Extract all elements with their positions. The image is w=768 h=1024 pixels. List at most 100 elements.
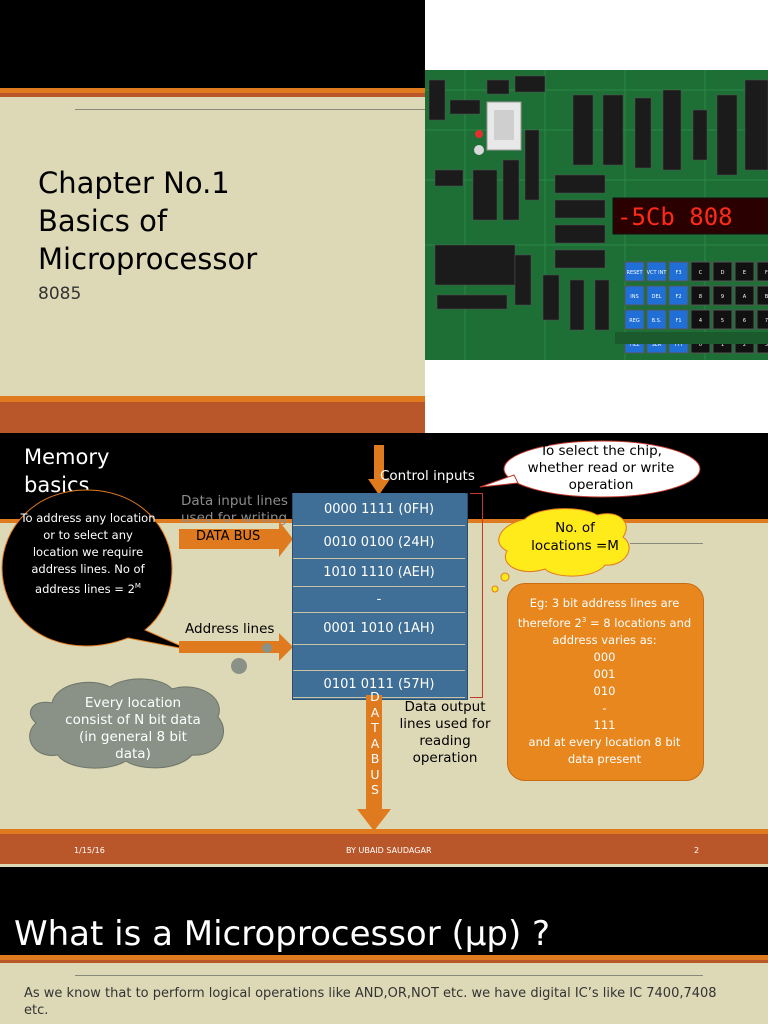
slide3-top-black-band — [0, 867, 768, 955]
board-key-label: 9 — [721, 294, 724, 300]
locations-bubble-text: No. of locations =M — [531, 520, 619, 554]
board-key — [734, 309, 755, 330]
bottom-rust-band — [0, 402, 425, 433]
board-key — [646, 261, 667, 282]
board-key-label: 4 — [699, 318, 702, 324]
example-sup: 3 — [581, 616, 587, 624]
cloud-shape — [29, 678, 224, 769]
memory-row — [293, 645, 465, 671]
board-key-label: A — [743, 294, 747, 300]
cloud-text: Every location consist of N bit data (in… — [65, 695, 201, 762]
board-key — [624, 285, 645, 306]
slide-3: What is a Microprocessor (µp) ? As we kn… — [0, 867, 768, 1024]
board-key — [624, 309, 645, 330]
bottom-orange-stripe — [0, 396, 425, 402]
example-box-text: Eg: 3 bit address lines are therefore 23… — [517, 595, 692, 768]
board-key — [690, 309, 711, 330]
board-key-label: C — [699, 270, 703, 276]
example-line-1: Eg: 3 bit address lines are therefore 2 — [517, 596, 680, 630]
board-key-label: REG — [629, 318, 640, 324]
memory-row: 0001 1010 (1AH) — [293, 613, 465, 645]
board-key-label: 7 — [765, 318, 768, 324]
slide3-body-text: As we know that to perform logical opera… — [24, 986, 717, 1018]
memory-row: - — [293, 587, 465, 613]
example-box — [507, 583, 704, 781]
thought-dot-large — [231, 658, 247, 674]
board-key-label: 2 — [743, 342, 746, 348]
chip-select-bubble-text: To select the chip, whether read or writ… — [527, 443, 675, 493]
board-key-label: 6 — [743, 318, 746, 324]
board-key-label: INS — [630, 294, 638, 300]
board-key — [668, 309, 689, 330]
board-key — [624, 261, 645, 282]
board-key — [646, 285, 667, 306]
slide2-title-line-1: Memory — [24, 445, 110, 469]
thought-dot-small — [262, 643, 272, 653]
slide2-footer: 1/15/16 BY UBAID SAUDAGAR 2 — [0, 834, 768, 864]
board-key-label: TTY — [673, 342, 684, 348]
memory-row: 0000 1111 (0FH) — [293, 493, 465, 526]
control-input-arrow — [368, 445, 390, 495]
board-key-label: F2 — [675, 294, 681, 300]
board-key-label: 1 — [721, 342, 724, 348]
board-key — [756, 285, 768, 306]
board-key — [668, 285, 689, 306]
title-line-3: Microprocessor — [38, 242, 258, 276]
slide2-divider-line — [630, 543, 703, 544]
board-key-label: B.S. — [652, 318, 662, 324]
board-key-label: E — [743, 270, 746, 276]
data-output-label: Data output lines used for reading opera… — [399, 699, 491, 766]
slide3-title: What is a Microprocessor (µp) ? — [14, 914, 551, 954]
locations-bracket — [470, 493, 483, 698]
data-bus-label: DATA BUS — [196, 529, 261, 544]
address-callout-text: To address any location or to select any… — [20, 510, 156, 598]
footer-page-number: 2 — [694, 846, 700, 855]
board-key-label: 0 — [699, 342, 702, 348]
divider-line — [75, 109, 425, 110]
board-key-label: FILL — [630, 342, 640, 348]
board-key-label: SER — [652, 342, 662, 348]
slide-title: Chapter No.1 Basics of Microprocessor — [38, 164, 257, 278]
board-key — [690, 261, 711, 282]
board-key — [712, 261, 733, 282]
data-bus-down-arrow — [357, 695, 391, 831]
board-key — [756, 309, 768, 330]
slide-2: Memory basics To address any location or… — [0, 433, 768, 867]
address-callout-shape — [1, 489, 191, 651]
top-rust-stripe — [0, 93, 425, 97]
slide3-rust-stripe — [0, 960, 768, 963]
board-seven-seg-display: -5Cb 808 — [617, 203, 733, 231]
slide3-divider-line — [75, 975, 703, 976]
example-value-2: 010 — [593, 683, 616, 698]
footer-date: 1/15/16 — [74, 846, 105, 855]
board-key-label: RESET — [626, 270, 643, 276]
slide2-footer-stripe — [0, 829, 768, 834]
example-value-0: 000 — [593, 649, 616, 664]
memory-row: 1010 1110 (AEH) — [293, 559, 465, 587]
locations-bubble-shape — [491, 508, 630, 593]
board-key-label: VCT INT — [647, 270, 668, 276]
example-value-1: 001 — [593, 666, 616, 681]
example-value-4: 111 — [593, 717, 616, 732]
footer-author: BY UBAID SAUDAGAR — [346, 846, 432, 855]
slide-subtitle: 8085 — [38, 284, 82, 304]
board-key-label: D — [721, 270, 725, 276]
board-key-label: B — [765, 294, 768, 300]
data-bus-vertical-label: DATABUS — [370, 689, 380, 797]
board-key-label: F1 — [675, 318, 681, 324]
data-bus-arrow — [179, 521, 293, 557]
title-line-1: Chapter No.1 — [38, 166, 230, 200]
board-key-label: DEL — [652, 294, 662, 300]
board-key — [756, 261, 768, 282]
address-lines-label: Address lines — [185, 621, 275, 637]
control-inputs-label: Control inputs — [380, 468, 475, 484]
top-orange-stripe — [0, 88, 425, 93]
chip-select-bubble-shape — [479, 440, 701, 498]
board-key — [712, 309, 733, 330]
slide-1: Chapter No.1 Basics of Microprocessor 80… — [0, 0, 768, 433]
example-line-1b: = 8 locations and address varies as: — [552, 615, 692, 647]
board-key-label: 8 — [699, 294, 702, 300]
address-callout-sup: M — [134, 582, 141, 590]
board-key — [734, 285, 755, 306]
